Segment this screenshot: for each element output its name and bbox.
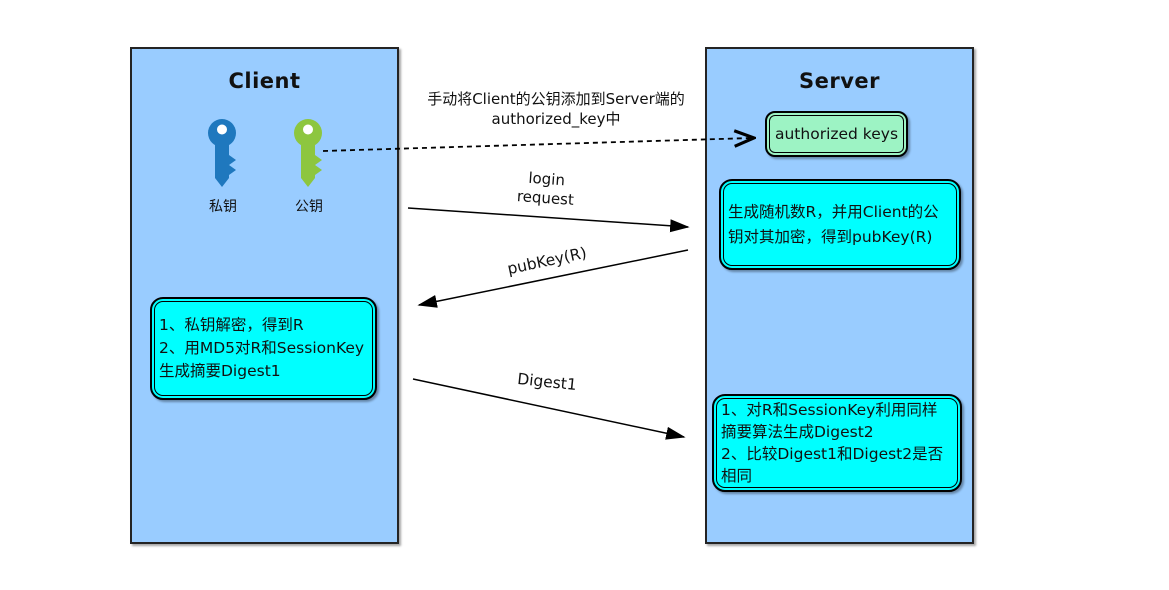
manual-add-label: 手动将Client的公钥添加到Server端的 authorized_key中 <box>427 89 685 129</box>
manual-add-label-line2: authorized_key中 <box>491 110 621 128</box>
private-key-group: 私钥 <box>192 119 254 216</box>
login-label-line2: request <box>516 187 575 209</box>
server-generate-line: 钥对其加密，得到pubKey(R) <box>728 227 933 246</box>
client-process-line: 1、私钥解密，得到R <box>159 316 304 334</box>
server-verify-box: 1、对R和SessionKey利用同样 摘要算法生成Digest2 2、比较Di… <box>712 394 962 492</box>
digest1-label: Digest1 <box>516 369 578 395</box>
client-title: Client <box>228 69 301 93</box>
server-title: Server <box>798 69 880 93</box>
client-process-line: 生成摘要Digest1 <box>159 362 281 380</box>
client-process-box: 1、私钥解密，得到R 2、用MD5对R和SessionKey 生成摘要Diges… <box>150 297 377 400</box>
manual-add-label-line1: 手动将Client的公钥添加到Server端的 <box>427 90 685 108</box>
client-panel: Client 私钥 公钥 <box>130 47 399 544</box>
public-key-icon <box>294 119 322 187</box>
pubkey-label: pubKey(R) <box>505 243 589 279</box>
server-generate-line: 生成随机数R，并用Client的公 <box>728 202 939 221</box>
server-verify-line: 1、对R和SessionKey利用同样 <box>721 401 938 419</box>
public-key-label: 公钥 <box>295 199 323 215</box>
server-verify-line: 相同 <box>721 467 753 485</box>
client-process-line: 2、用MD5对R和SessionKey <box>159 339 365 357</box>
server-generate-box: 生成随机数R，并用Client的公 钥对其加密，得到pubKey(R) <box>719 179 961 270</box>
authorized-keys-label: authorized keys <box>769 115 904 153</box>
login-request-arrow <box>407 207 690 233</box>
public-key-group: 公钥 <box>278 119 340 216</box>
server-verify-line: 摘要算法生成Digest2 <box>721 423 874 441</box>
server-verify-line: 2、比较Digest1和Digest2是否 <box>721 445 944 463</box>
private-key-icon <box>208 119 236 187</box>
authorized-keys-box: authorized keys <box>765 111 908 157</box>
login-request-label: login request <box>516 168 576 210</box>
private-key-label: 私钥 <box>209 199 237 215</box>
